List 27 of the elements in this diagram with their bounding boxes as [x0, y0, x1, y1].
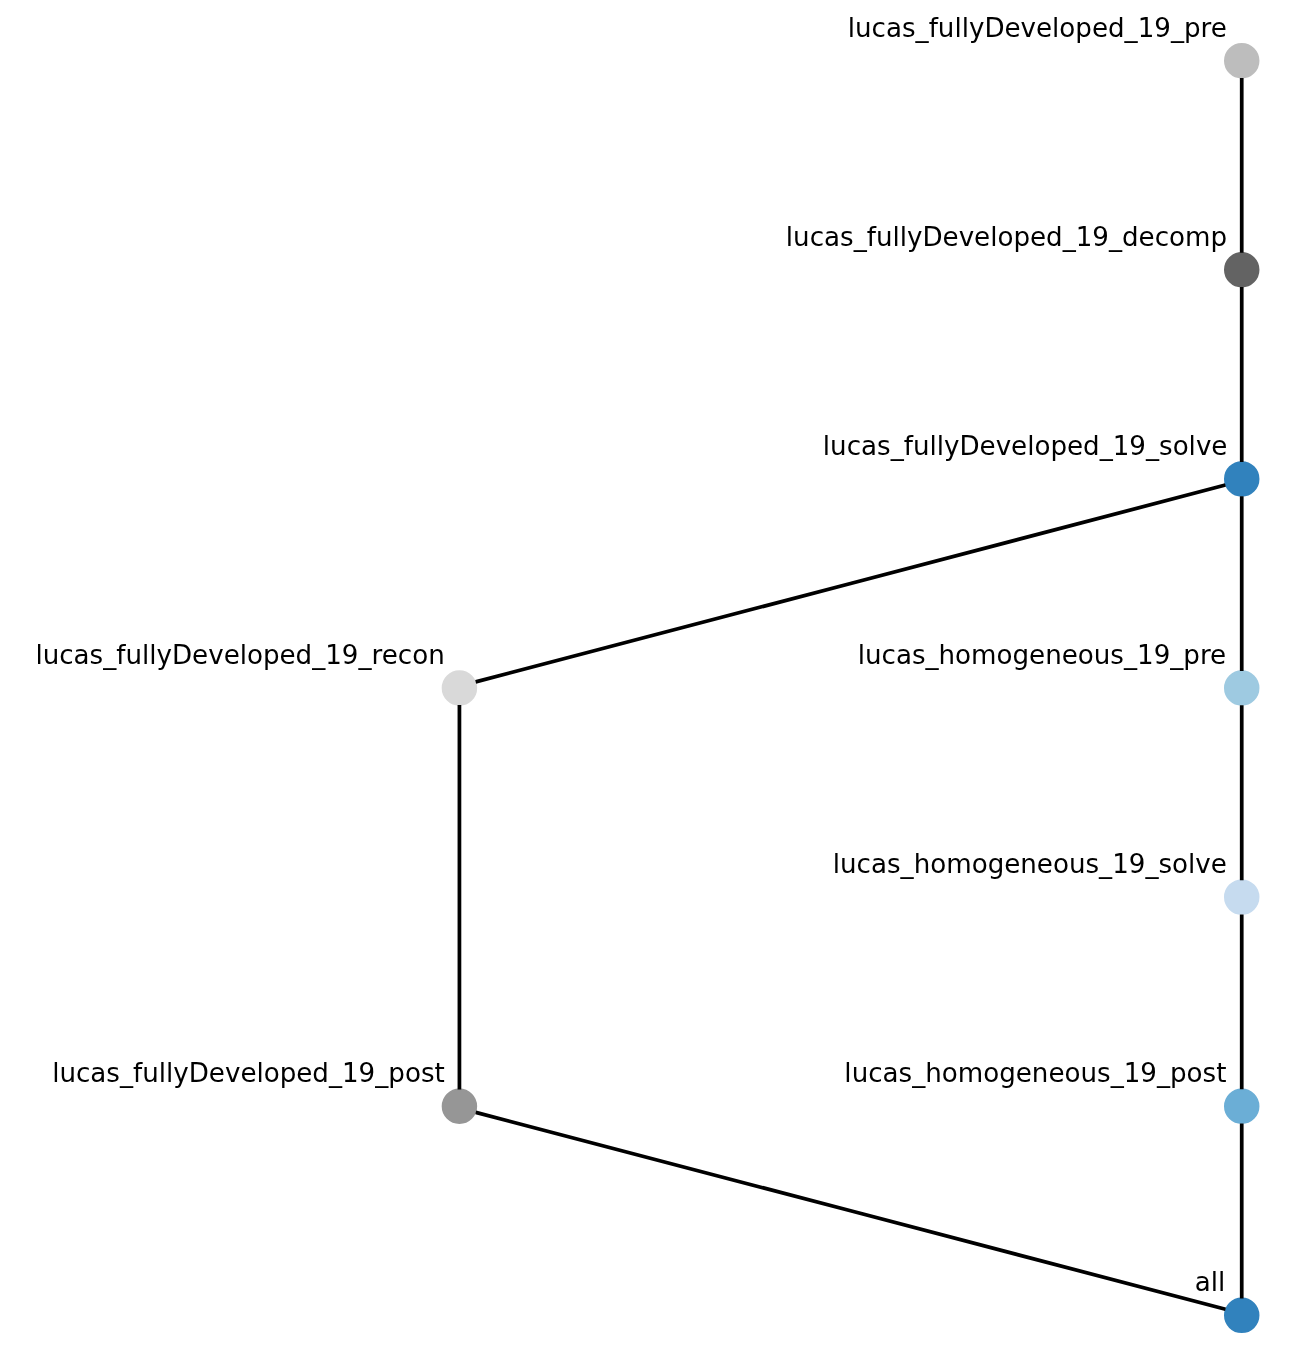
node-circle: [1223, 670, 1259, 706]
node-label: lucas_fullyDeveloped_19_pre: [847, 12, 1227, 43]
connector: [457, 705, 461, 1090]
node-label: lucas_homogeneous_19_solve: [832, 849, 1227, 880]
node-circle: [1223, 461, 1259, 497]
connector: [474, 1110, 1226, 1311]
node-circle: [441, 1088, 477, 1124]
connector: [1239, 1123, 1244, 1299]
node-label: all: [1194, 1267, 1225, 1298]
connector: [1239, 496, 1244, 672]
node-circle: [1223, 1088, 1259, 1124]
node-circle: [1223, 42, 1259, 79]
connector: [474, 483, 1226, 684]
node-circle: [441, 670, 477, 706]
connector: [1239, 705, 1244, 881]
node-circle: [1223, 252, 1259, 288]
connector: [1239, 914, 1244, 1090]
node-label: lucas_homogeneous_19_pre: [857, 640, 1226, 671]
connector: [1239, 78, 1244, 253]
node-label: lucas_fullyDeveloped_19_decomp: [785, 221, 1227, 252]
node-label: lucas_fullyDeveloped_19_recon: [34, 640, 445, 671]
node-circle: [1223, 1297, 1259, 1334]
node-label: lucas_fullyDeveloped_19_solve: [822, 430, 1227, 461]
connector: [1239, 287, 1244, 462]
node-label: lucas_homogeneous_19_post: [843, 1058, 1226, 1089]
node-label: lucas_fullyDeveloped_19_post: [51, 1058, 445, 1089]
node-circle: [1223, 879, 1259, 915]
